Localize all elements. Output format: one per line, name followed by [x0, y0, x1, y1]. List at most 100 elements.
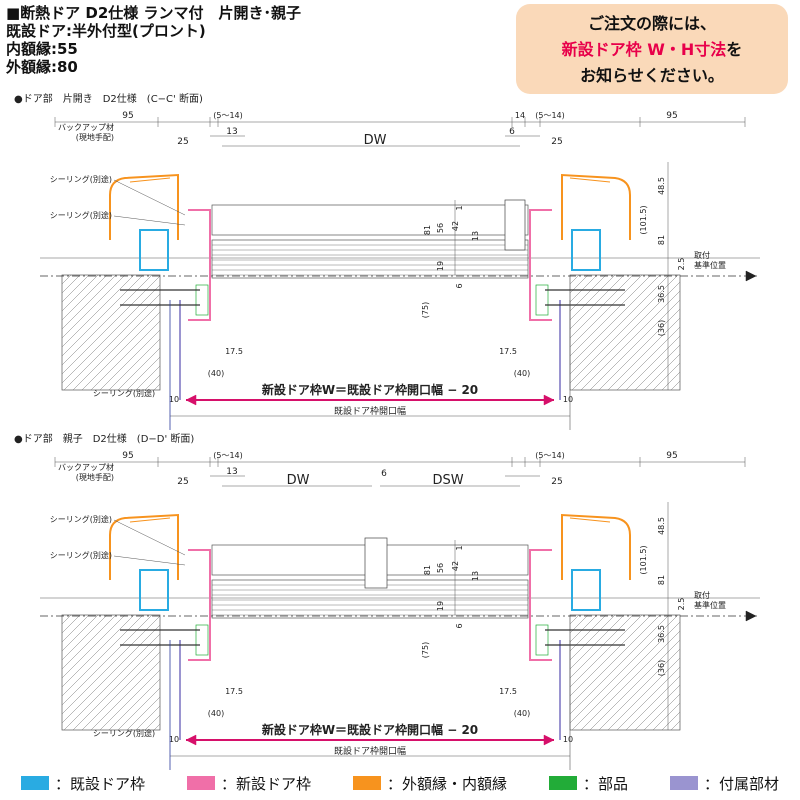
- outer-casing-right-inner: [569, 177, 611, 183]
- dimension-42: 42: [451, 221, 460, 231]
- dimension-6-center-v: 6: [455, 283, 464, 288]
- wall-hatch: [61, 274, 126, 339]
- outer-casing-right-inner: [569, 517, 611, 523]
- dimension-13-center: 13: [471, 231, 480, 241]
- wall-hatch: [61, 614, 135, 688]
- wall-hatch: [61, 274, 72, 285]
- dimension-95-left: 95: [122, 111, 133, 121]
- opening-width-label: 既設ドア枠開口幅: [334, 745, 406, 757]
- wall-hatch: [670, 380, 681, 391]
- dimension-gap-left: (5〜14): [213, 111, 243, 120]
- wall-hatch: [81, 311, 161, 391]
- dimension-14: 14: [515, 111, 525, 120]
- spec-header: ■断熱ドア D2仕様 ランマ付 片開き･親子 既設ドア:半外付型(プロント) 内…: [6, 4, 301, 76]
- dimension-25-left: 25: [177, 137, 188, 147]
- wall-hatch: [99, 669, 161, 731]
- wall-hatch: [61, 274, 117, 330]
- wall-hatch: [661, 371, 681, 391]
- wall-hatch: [661, 711, 681, 731]
- existing-frame-left: [139, 229, 169, 271]
- dimension-95-right: 95: [666, 451, 677, 461]
- outer-casing-left: [109, 513, 179, 580]
- mount-reference-label: 基準位置: [694, 260, 726, 270]
- dimension-95-left: 95: [122, 451, 133, 461]
- dimension-56: 56: [436, 223, 445, 233]
- wall-hatch: [61, 274, 135, 348]
- dimension-81-center: 81: [423, 225, 432, 235]
- formula-arrow-left: [185, 734, 197, 746]
- wall-hatch: [61, 274, 99, 312]
- backup-material-note: (現地手配): [76, 132, 114, 142]
- dimension-40-right: (40): [514, 369, 530, 378]
- dimension-gap-left: (5〜14): [213, 451, 243, 460]
- header-outer-casing: 外額縁:80: [6, 58, 78, 76]
- wall-hatch: [625, 675, 681, 731]
- dimension-36-5: 36.5: [657, 625, 666, 643]
- sealing-label-2: シーリング(別途): [50, 550, 112, 560]
- dimension-36: (36): [657, 660, 666, 676]
- door-edge-profile: [504, 199, 526, 251]
- wall-hatch: [153, 383, 161, 391]
- sealing-label-1: シーリング(別途): [50, 174, 112, 184]
- dimension-1: 1: [455, 205, 464, 210]
- notice-highlight: 新設ドア枠 W・H寸法: [561, 40, 727, 59]
- leader-line: [113, 555, 186, 566]
- wall-hatch: [117, 347, 161, 391]
- wall-hatch: [99, 329, 161, 391]
- legend-swatch: [669, 776, 698, 790]
- dimension-40-left: (40): [208, 709, 224, 718]
- wall-hatch: [569, 274, 643, 348]
- dimension-95-right: 95: [666, 111, 677, 121]
- wall-hatch: [61, 614, 108, 661]
- dimension-56: 56: [436, 563, 445, 573]
- legend-item-existing-frame: ：既設ドア枠: [20, 773, 145, 794]
- wall-left: [61, 274, 161, 391]
- wall-hatch: [61, 614, 81, 634]
- wall-hatch: [652, 702, 681, 731]
- existing-frame-left: [139, 569, 169, 611]
- dimension-6-right: 6: [509, 127, 515, 137]
- backup-material-note: (現地手配): [76, 472, 114, 482]
- backup-material-label: バックアップ材: [58, 462, 114, 472]
- dimension-36-5: 36.5: [657, 285, 666, 303]
- wall-hatch: [126, 356, 161, 391]
- dimension-17-5-right: 17.5: [499, 687, 517, 696]
- legend-label: ：既設ドア枠: [54, 774, 145, 793]
- formula-arrow-left: [185, 394, 197, 406]
- wall-hatch: [616, 666, 681, 731]
- wall-hatch: [90, 660, 161, 731]
- dimension-48-5: 48.5: [657, 517, 666, 535]
- wall-hatch: [569, 614, 661, 706]
- wall-hatch: [569, 614, 625, 670]
- dimension-gap-right: (5〜14): [535, 451, 565, 460]
- wall-hatch: [135, 365, 161, 391]
- part-bracket-right: [535, 284, 549, 316]
- mount-reference-label: 基準位置: [694, 600, 726, 610]
- dsw-label: DSW: [432, 473, 463, 488]
- sealing-label-3: シーリング(別途): [93, 728, 155, 738]
- header-title: ■断熱ドア D2仕様 ランマ付 片開き･親子: [6, 4, 302, 22]
- wall-hatch: [598, 308, 681, 391]
- legend-swatch: [548, 776, 577, 790]
- dimension-2-5: 2.5: [677, 598, 686, 611]
- wall-hatch: [569, 614, 679, 724]
- dimension-10-right: 10: [563, 735, 573, 744]
- wall-hatch: [571, 621, 681, 731]
- wall-hatch: [61, 614, 144, 697]
- notice-line3: お知らせください。: [580, 66, 724, 85]
- wall-hatch: [61, 274, 144, 357]
- wall-hatch: [61, 614, 72, 625]
- formula-label: 新設ドア枠W＝既設ドア枠開口幅 − 20: [262, 722, 478, 737]
- wall-hatch: [625, 335, 681, 391]
- dimension-19: 19: [436, 261, 445, 271]
- backup-material-label: バックアップ材: [58, 122, 114, 132]
- wall-hatch: [569, 274, 625, 330]
- wall-hatch: [652, 362, 681, 391]
- wall-hatch: [569, 614, 643, 688]
- dimension-101-5: (101.5): [639, 205, 648, 234]
- leader-line: [113, 519, 186, 556]
- wall-hatch: [670, 720, 681, 731]
- wall-hatch: [81, 651, 161, 731]
- wall-hatch: [569, 274, 616, 321]
